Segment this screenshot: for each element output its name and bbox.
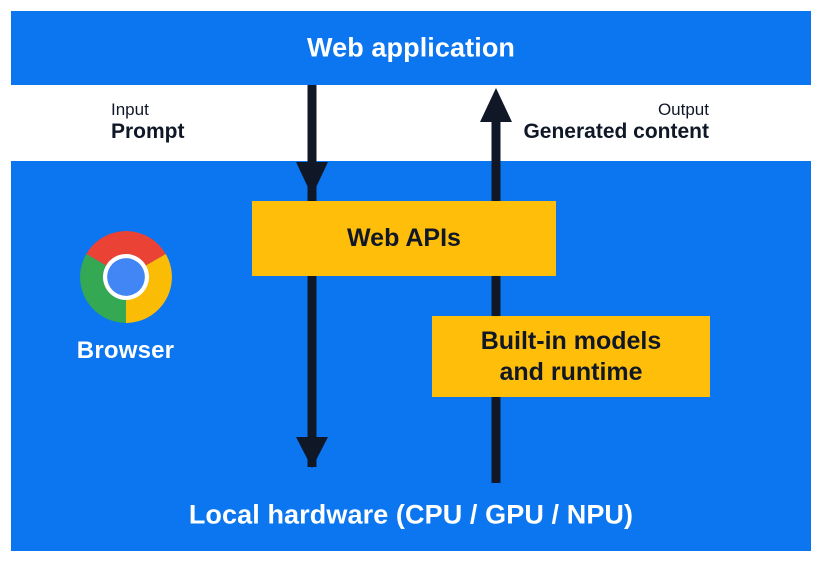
output-flow-label: Output Generated content: [523, 100, 709, 145]
input-value-label: Prompt: [111, 120, 185, 144]
built-in-models-label: Built-in models and runtime: [481, 326, 662, 388]
layer-web-application: Web application: [11, 11, 811, 85]
input-kind-label: Input: [111, 100, 149, 119]
built-in-models-box: Built-in models and runtime: [432, 316, 710, 397]
web-apis-label: Web APIs: [347, 224, 461, 252]
browser-group: Browser: [48, 231, 203, 365]
built-in-models-label-line1: Built-in models: [480, 326, 662, 355]
built-in-models-label-line2: and runtime: [499, 357, 643, 386]
output-value-label: Generated content: [523, 120, 709, 144]
input-flow-label: Input Prompt: [111, 100, 185, 145]
web-application-label: Web application: [306, 32, 516, 63]
browser-label: Browser: [76, 337, 175, 364]
layer-local-hardware: Local hardware (CPU / GPU / NPU): [11, 479, 811, 551]
local-hardware-label: Local hardware (CPU / GPU / NPU): [188, 499, 634, 530]
web-apis-box: Web APIs: [252, 201, 556, 276]
output-kind-label: Output: [657, 100, 709, 119]
chrome-logo-icon: [79, 231, 172, 323]
